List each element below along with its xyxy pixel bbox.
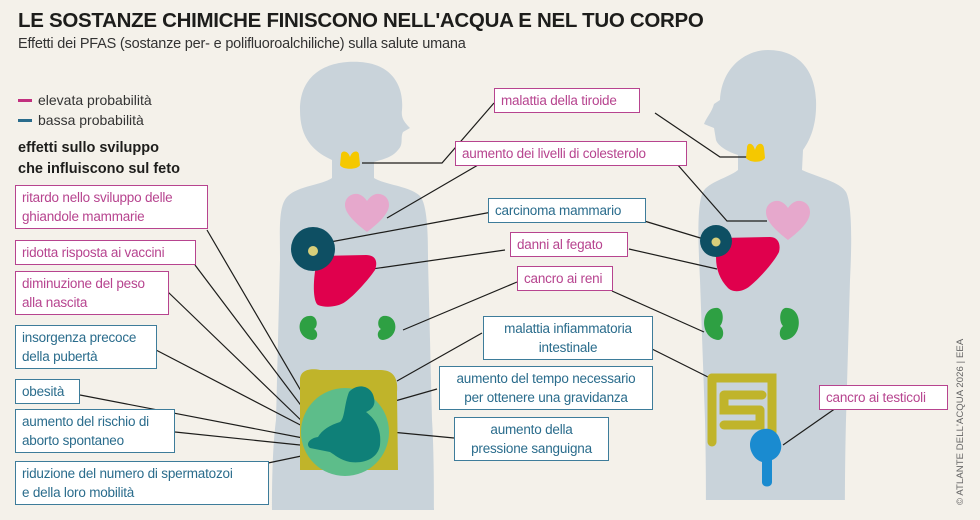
thyroid-icon: [340, 151, 360, 169]
legend-label: bassa probabilità: [38, 112, 144, 128]
breast-icon-male: [700, 225, 732, 257]
heading-line: effetti sullo sviluppo: [18, 140, 159, 156]
label-mammary-development: ritardo nello sviluppo delle ghiandole m…: [15, 185, 208, 229]
page-title: LE SOSTANZE CHIMICHE FINISCONO NELL'ACQU…: [18, 9, 704, 32]
label-line: intestinale: [538, 340, 598, 355]
label-testicular-cancer: cancro ai testicoli: [819, 385, 948, 410]
label-inflammatory-bowel: malattia infiammatoria intestinale: [483, 316, 653, 360]
label-line: pressione sanguigna: [471, 441, 592, 456]
page-subtitle: Effetti dei PFAS (sostanze per- e polifl…: [18, 36, 466, 52]
label-early-puberty: insorgenza precoce della pubertà: [15, 325, 157, 369]
leader-lines: [79, 102, 837, 464]
label-line: alla nascita: [22, 295, 88, 310]
liver-icon: [313, 255, 377, 307]
label-thyroid-disease: malattia della tiroide: [494, 88, 640, 113]
legend-item-low: bassa probabilità: [18, 110, 152, 130]
label-line: carcinoma mammario: [495, 203, 622, 218]
label-line: ghiandole mammarie: [22, 209, 145, 224]
label-sperm-reduction: riduzione del numero di spermatozoi e de…: [15, 461, 269, 505]
kidneys-icon-male: [704, 307, 799, 340]
label-line: ridotta risposta ai vaccini: [22, 245, 165, 260]
label-line: diminuzione del peso: [22, 276, 145, 291]
label-cholesterol: aumento dei livelli di colesterolo: [455, 141, 687, 166]
label-miscarriage-risk: aumento del rischio di aborto spontaneo: [15, 409, 175, 453]
label-line: obesità: [22, 384, 65, 399]
testicles-icon: [750, 428, 782, 487]
label-line: malattia della tiroide: [501, 93, 617, 108]
label-breast-cancer: carcinoma mammario: [488, 198, 646, 223]
label-line: danni al fegato: [517, 237, 603, 252]
liver-icon-male: [716, 237, 780, 292]
label-line: aumento della: [490, 422, 573, 437]
heading-line: che influiscono sul feto: [18, 161, 180, 177]
label-line: ritardo nello sviluppo delle: [22, 190, 173, 205]
kidneys-icon: [299, 315, 396, 340]
legend-label: elevata probabilità: [38, 92, 152, 108]
heart-icon-male: [766, 200, 810, 240]
label-line: e della loro mobilità: [22, 485, 135, 500]
label-line: della pubertà: [22, 349, 98, 364]
label-line: cancro ai testicoli: [826, 390, 926, 405]
label-line: malattia infiammatoria: [504, 321, 632, 336]
intestine-icon-male: [707, 373, 777, 447]
male-silhouette: [698, 50, 852, 500]
label-blood-pressure: aumento della pressione sanguigna: [454, 417, 609, 461]
label-obesity: obesità: [15, 379, 80, 404]
fetus-icon: [307, 386, 381, 463]
fetus-section-heading: effetti sullo sviluppo che influiscono s…: [18, 138, 238, 180]
legend-item-high: elevata probabilità: [18, 90, 152, 110]
breast-icon: [291, 227, 335, 271]
label-kidney-cancer: cancro ai reni: [517, 266, 613, 291]
label-line: per ottenere una gravidanza: [464, 390, 628, 405]
label-pregnancy-time: aumento del tempo necessario per ottener…: [439, 366, 653, 410]
heart-icon: [345, 193, 389, 232]
label-birth-weight: diminuzione del peso alla nascita: [15, 271, 169, 315]
label-line: insorgenza precoce: [22, 330, 137, 345]
label-line: aumento del tempo necessario: [456, 371, 636, 386]
label-line: aumento dei livelli di colesterolo: [462, 146, 646, 161]
label-line: aborto spontaneo: [22, 433, 124, 448]
label-liver-damage: danni al fegato: [510, 232, 628, 257]
label-line: cancro ai reni: [524, 271, 603, 286]
label-line: riduzione del numero di spermatozoi: [22, 466, 233, 481]
legend: elevata probabilità bassa probabilità: [18, 90, 152, 130]
label-vaccine-response: ridotta risposta ai vaccini: [15, 240, 196, 265]
high-probability-swatch-icon: [18, 98, 32, 102]
label-line: aumento del rischio di: [22, 414, 149, 429]
thyroid-icon-male: [746, 143, 765, 162]
low-probability-swatch-icon: [18, 118, 32, 122]
credit-line: © ATLANTE DELL'ACQUA 2026 | EEA: [955, 338, 966, 505]
